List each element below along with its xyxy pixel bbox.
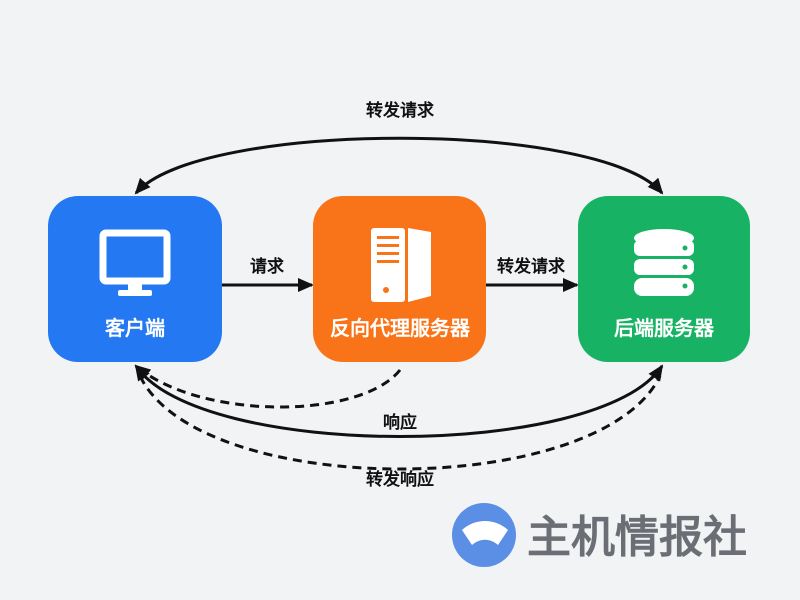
response-label: 响应 bbox=[383, 412, 417, 433]
watermark-text: 主机情报社 bbox=[527, 512, 747, 563]
response-arc-arrow bbox=[134, 364, 664, 438]
node-client: 客户端 bbox=[48, 196, 222, 362]
node-client-label: 客户端 bbox=[104, 316, 165, 340]
node-reverse-proxy: 反向代理服务器 bbox=[313, 196, 486, 362]
node-backend: 后端服务器 bbox=[578, 196, 750, 362]
forward-response-label: 转发响应 bbox=[366, 469, 434, 490]
monitor-icon bbox=[99, 229, 171, 296]
forward-response-dashed-arc bbox=[138, 375, 662, 471]
node-reverse-proxy-label: 反向代理服务器 bbox=[330, 316, 471, 340]
database-icon bbox=[634, 229, 694, 296]
top-arc-arrow bbox=[134, 136, 664, 195]
watermark: 主机情报社 bbox=[452, 503, 747, 567]
node-backend-label: 后端服务器 bbox=[614, 316, 715, 340]
server-tower-icon bbox=[371, 228, 431, 302]
proxy-to-client-dashed-arrow bbox=[134, 364, 402, 409]
proxy-to-backend-label: 转发请求 bbox=[497, 256, 565, 277]
top-arc-label: 转发请求 bbox=[366, 100, 434, 121]
client-to-proxy-label: 请求 bbox=[250, 256, 284, 277]
